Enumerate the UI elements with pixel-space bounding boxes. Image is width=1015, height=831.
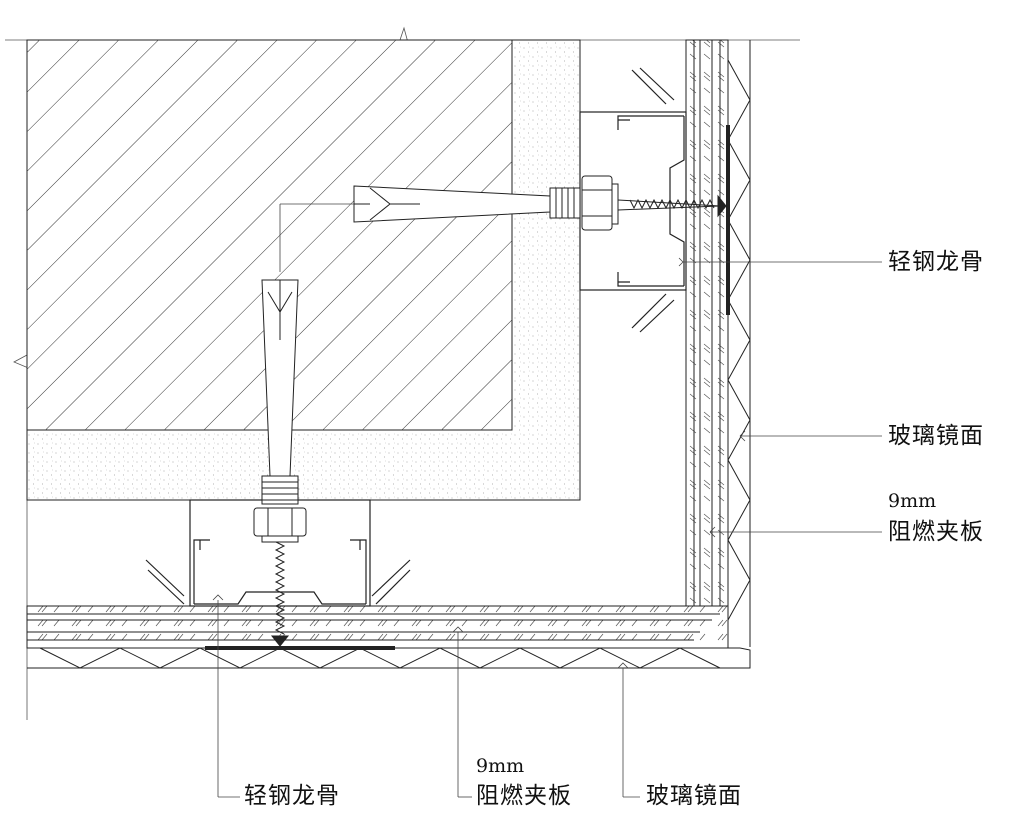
label-light-steel-keel-right: 轻钢龙骨	[888, 249, 984, 275]
label-glass-mirror-right: 玻璃镜面	[888, 423, 984, 449]
label-glass-mirror-bottom: 玻璃镜面	[646, 783, 742, 809]
label-fire-retardant-board-right: 阻燃夹板	[888, 519, 984, 545]
anchor-bolt-right	[353, 175, 727, 231]
label-light-steel-keel-bottom: 轻钢龙骨	[244, 783, 340, 809]
leader-lines	[212, 203, 882, 798]
label-fire-retardant-board-bottom: 阻燃夹板	[476, 783, 572, 809]
label-board-thickness-right: 9mm	[888, 490, 937, 512]
right-wall-layers	[685, 39, 751, 647]
anchor-bolt-bottom	[253, 279, 307, 647]
bottom-layers	[26, 605, 751, 669]
label-board-thickness-bottom: 9mm	[476, 755, 525, 777]
